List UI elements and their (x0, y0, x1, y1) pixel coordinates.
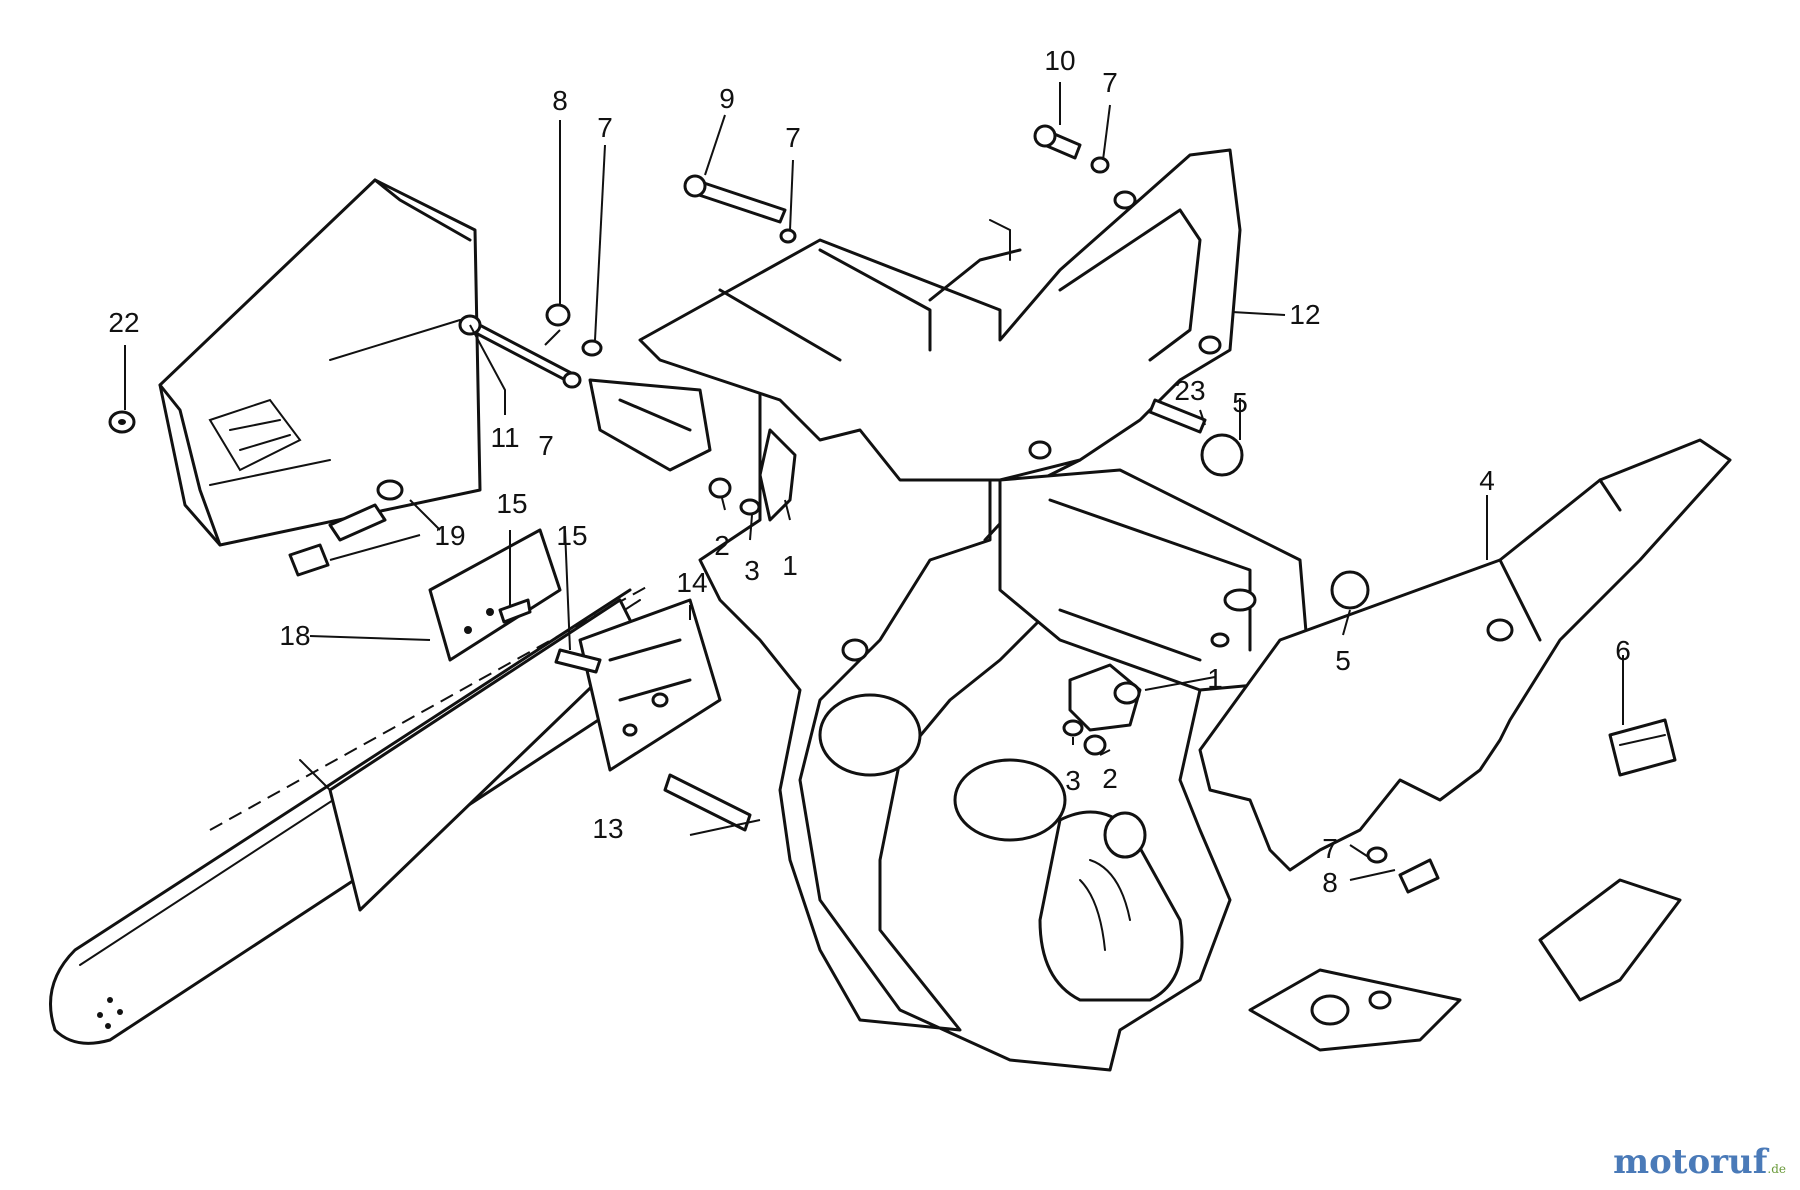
clip-6 (1608, 718, 1677, 777)
label-7: 7 (538, 430, 554, 461)
handle-bracket (588, 378, 797, 522)
label-1: 1 (782, 550, 798, 581)
label-2: 2 (714, 530, 730, 561)
fasteners (545, 124, 1440, 894)
label-8: 8 (1322, 867, 1338, 898)
leader-lines (124, 82, 1624, 881)
label-11: 11 (490, 422, 519, 453)
label-4: 4 (1479, 465, 1495, 496)
label-15: 15 (556, 520, 587, 551)
washer-22 (108, 410, 136, 434)
label-7: 7 (1102, 67, 1118, 98)
bracket-lower-1 (1068, 663, 1142, 732)
label-23: 23 (1174, 375, 1205, 406)
part-labels: 22 11 7 8 7 9 7 10 7 12 23 5 4 5 6 1 19 … (108, 45, 1630, 898)
label-2: 2 (1102, 763, 1118, 794)
label-1: 1 (1207, 663, 1223, 694)
label-15: 15 (496, 488, 527, 519)
watermark-text: motoruf (1613, 1142, 1768, 1182)
label-13: 13 (592, 813, 623, 844)
label-19: 19 (434, 520, 465, 551)
rear-handle-12 (638, 148, 1242, 482)
carburetor-box (998, 468, 1312, 692)
bar-plate-14 (578, 598, 722, 772)
label-5: 5 (1232, 387, 1248, 418)
side-plate-18 (428, 528, 562, 662)
label-6: 6 (1615, 635, 1631, 666)
label-14: 14 (676, 567, 707, 598)
stud-13 (663, 773, 752, 832)
label-8: 8 (552, 85, 568, 116)
label-7: 7 (785, 122, 801, 153)
watermark-tld: .de (1767, 1162, 1786, 1176)
label-7: 7 (597, 112, 613, 143)
label-22: 22 (108, 307, 139, 338)
chain-adjuster (288, 479, 441, 577)
label-10: 10 (1044, 45, 1075, 76)
label-12: 12 (1289, 299, 1320, 330)
label-9: 9 (719, 83, 735, 114)
sprocket-cover (158, 178, 482, 547)
front-handle-4 (1198, 438, 1732, 1052)
label-5: 5 (1335, 645, 1351, 676)
label-3: 3 (1065, 765, 1081, 796)
label-7: 7 (1322, 833, 1338, 864)
site-watermark-logo: motoruf.de (1613, 1142, 1786, 1182)
stud-15 (498, 598, 602, 674)
label-18: 18 (279, 620, 310, 651)
crankcase-body (698, 368, 1232, 1072)
label-3: 3 (744, 555, 760, 586)
